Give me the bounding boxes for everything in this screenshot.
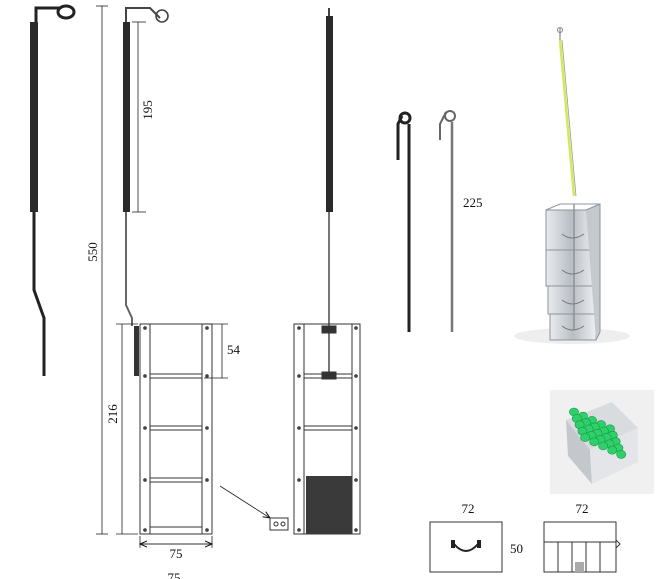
tube-cap (580, 433, 591, 442)
dimension-50-label: 50 (510, 541, 523, 556)
dimension-handle-length: 195 (132, 21, 155, 213)
dimension-75-label: 75 (170, 546, 183, 561)
tube-cap (616, 450, 627, 459)
dimension-75-repeat-label: 75 (168, 570, 181, 579)
dimension-195-label: 195 (140, 100, 155, 120)
dimension-54-label: 54 (227, 342, 241, 357)
dimension-total-height: 550 (85, 5, 108, 535)
front-view-rod (123, 7, 169, 376)
latch-detail-callout (219, 485, 289, 531)
dimension-rack-height: 216 (105, 323, 138, 535)
cryo-canister-rack-photo (514, 27, 630, 344)
tube-cap-grid (569, 407, 627, 459)
tube-cap (607, 445, 618, 455)
dimension-slot-height: 54 (204, 323, 241, 379)
standalone-rod-dark (396, 111, 412, 332)
standalone-rod-steel: 225 (439, 110, 483, 332)
dimension-rack-width: 75 75 (140, 536, 212, 579)
box-top-view: 72 50 (429, 501, 523, 573)
box-section-view: 72 (543, 501, 621, 573)
dimension-72-front-label: 72 (576, 501, 589, 516)
tube-cap (589, 437, 600, 447)
cryo-box-with-tubes-photo (550, 390, 654, 494)
dimension-216-label: 216 (105, 404, 120, 424)
dimension-225-label: 225 (463, 195, 483, 210)
dimension-550-label: 550 (85, 242, 100, 262)
tube-cap (598, 441, 609, 451)
dimension-72-top-label: 72 (462, 501, 475, 516)
rack-alt-view (293, 8, 361, 535)
rack-front-view (139, 323, 213, 535)
side-view-rod (30, 4, 76, 376)
